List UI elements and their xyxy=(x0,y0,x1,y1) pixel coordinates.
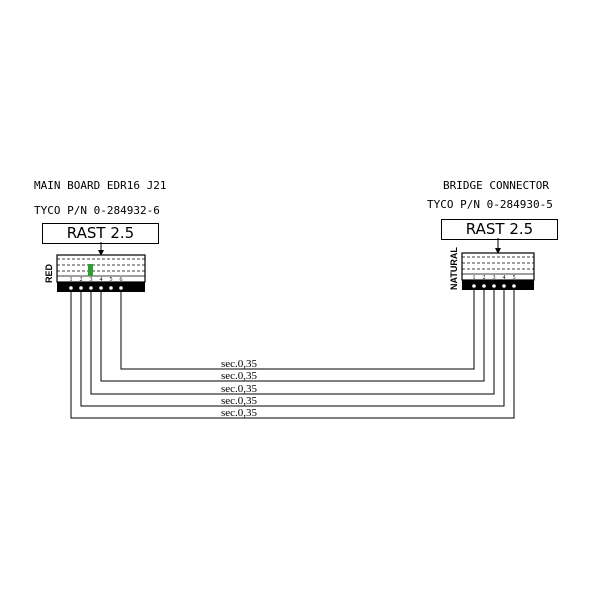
left-pin-number: 1 xyxy=(70,277,73,283)
wire xyxy=(100,289,485,382)
left-pin-contact xyxy=(108,285,114,291)
wire-label: sec.0,35 xyxy=(221,407,258,419)
wire xyxy=(70,289,515,419)
right-connector-type: RAST 2.5 xyxy=(441,219,558,240)
left-key-mark xyxy=(88,264,93,276)
right-part-number: TYCO P/N 0-284930-5 xyxy=(427,198,553,211)
left-pin-number: 2 xyxy=(80,277,83,283)
left-pin-number: 4 xyxy=(100,277,103,283)
wire-label: sec.0,35 xyxy=(221,395,258,407)
right-pin-contact xyxy=(501,283,507,289)
wire-label: sec.0,35 xyxy=(221,383,258,395)
right-callout-arrow xyxy=(495,248,501,254)
left-connector-title: MAIN BOARD EDR16 J21 xyxy=(34,179,167,192)
left-callout-arrow xyxy=(98,250,104,256)
right-pin-contact xyxy=(491,283,497,289)
right-pin-number: 3 xyxy=(493,275,496,281)
right-connector: 1 2 3 4 5 xyxy=(461,238,535,290)
left-pin-contact xyxy=(68,285,74,291)
left-part-number: TYCO P/N 0-284932-6 xyxy=(34,204,160,217)
left-pin-contact xyxy=(118,285,124,291)
left-connector-type: RAST 2.5 xyxy=(42,223,159,244)
left-pin-number: 5 xyxy=(110,277,113,283)
left-pin-number: 3 xyxy=(90,277,93,283)
right-pin-number: 5 xyxy=(513,275,516,281)
right-pin-number: 1 xyxy=(473,275,476,281)
right-pin-contact xyxy=(511,283,517,289)
left-pin-number: 6 xyxy=(120,277,123,283)
right-pin-contact xyxy=(471,283,477,289)
left-pin-contact xyxy=(98,285,104,291)
left-connector-housing xyxy=(56,254,146,283)
right-connector-housing xyxy=(461,252,535,281)
right-pin-number: 2 xyxy=(483,275,486,281)
left-connector: 1 2 3 4 5 6 xyxy=(56,242,146,292)
right-pin-number: 4 xyxy=(503,275,506,281)
wire xyxy=(90,289,495,395)
wire xyxy=(80,289,505,407)
right-pin-strip xyxy=(462,280,534,290)
wire-label: sec.0,35 xyxy=(221,358,258,370)
right-connector-title: BRIDGE CONNECTOR xyxy=(443,179,549,192)
left-pin-contact xyxy=(78,285,84,291)
right-pin-contact xyxy=(481,283,487,289)
wire-label: sec.0,35 xyxy=(221,370,258,382)
wire xyxy=(120,289,475,370)
left-pin-contact xyxy=(88,285,94,291)
